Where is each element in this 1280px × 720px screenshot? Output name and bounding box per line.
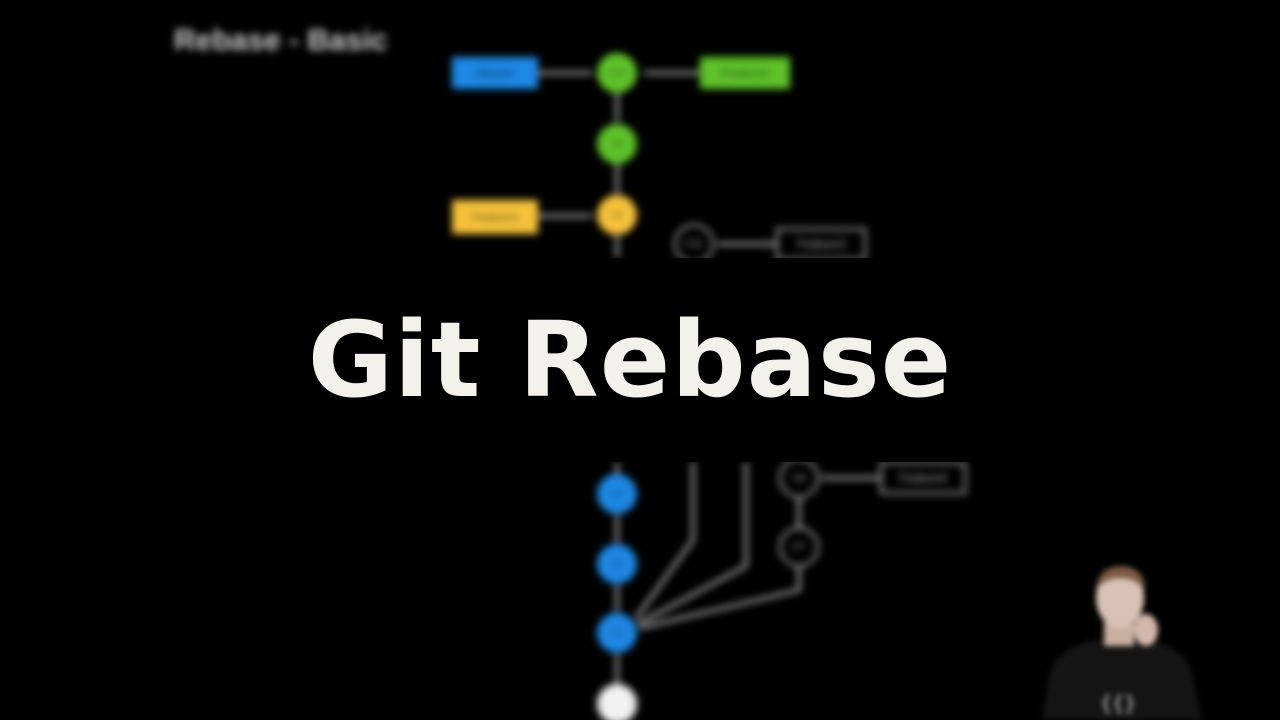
presenter-head [1096,568,1144,628]
feature3-branch-label: Feature3 [776,228,866,260]
commit-node: C8 [597,195,637,235]
branch-line [639,566,801,630]
commit-node: C9 [597,124,637,164]
commit-node: C3 [597,613,637,653]
commit-node: C11 [674,224,714,264]
commit-node [597,684,637,720]
shirt-print: {{} [1100,691,1136,715]
branch-line [637,462,748,626]
presenter-shirt [1042,640,1202,720]
feature1-branch-label: Feature1 [452,200,538,234]
presenter-hair [1096,566,1145,590]
feature2-branch-label: Feature2 [700,57,790,89]
commit-node: C6 [779,458,819,498]
title-band [0,258,1280,462]
commit-node: C10 [597,53,637,93]
commit-node: C7 [779,527,819,567]
slide-heading: Rebase - Basic [174,24,388,57]
master-branch-label: Master [452,57,538,89]
commit-node: C4 [597,544,637,584]
commit-node: C5 [597,474,637,514]
branch-line [634,462,695,619]
presenter-hand [1134,614,1158,646]
video-title: Git Rebase [307,299,953,421]
feature4-branch-label: Feature4 [880,462,966,494]
presenter-webcam: {{} [1042,566,1202,720]
